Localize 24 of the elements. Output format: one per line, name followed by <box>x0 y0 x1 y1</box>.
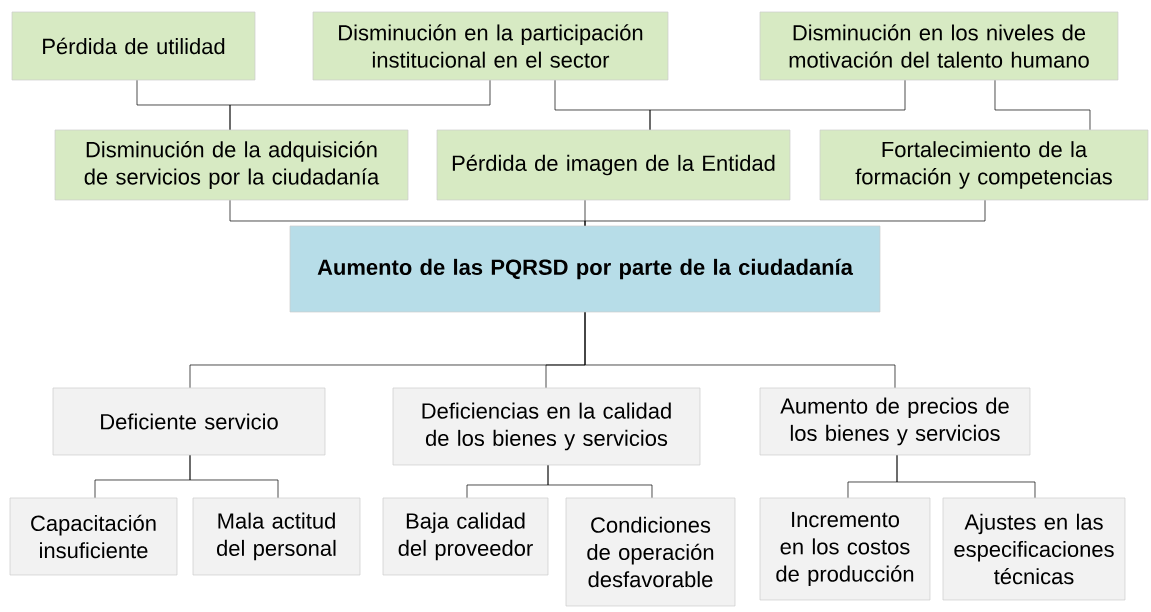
connector-line <box>994 80 1091 130</box>
connector-line <box>547 465 653 498</box>
effect-box: Disminución en la participación institucional en el sector <box>312 11 669 81</box>
cause-box: Deficiencias en la calidad de los bienes y servicios <box>392 387 701 466</box>
effect-box: Fortalecimiento de la formación y competencias <box>819 129 1149 201</box>
effect-box: Pérdida de utilidad <box>11 11 256 81</box>
effect-box: Pérdida de imagen de la Entidad <box>436 129 791 201</box>
cause-box: Baja calidad del proveedor <box>382 497 549 576</box>
connector-line <box>229 80 491 130</box>
cause-box: Deficiente servicio <box>52 387 326 456</box>
cause-box: Aumento de precios de los bienes y servicios <box>759 387 1031 456</box>
effect-box: Disminución en los niveles de motivación del talento humano <box>759 11 1119 81</box>
effect-box: Disminución de la adquisición de servicios por la ciudadanía <box>54 129 409 201</box>
cause-box: Capacitación insuficiente <box>9 497 178 576</box>
connector-line <box>584 312 896 388</box>
connector-line <box>189 455 279 498</box>
cause-box: Ajustes en las especificaciones técnicas <box>942 497 1126 601</box>
connector-line <box>584 200 986 226</box>
cause-box: Incremento en los costos de producción <box>759 497 931 601</box>
connector-line <box>896 455 1036 498</box>
cause-box: Mala actitud del personal <box>192 497 361 576</box>
connector-line <box>649 80 906 130</box>
cause-box: Condiciones de operación desfavorable <box>565 497 736 607</box>
problem-box: Aumento de las PQRSD por parte de la ciudadanía <box>289 225 881 313</box>
